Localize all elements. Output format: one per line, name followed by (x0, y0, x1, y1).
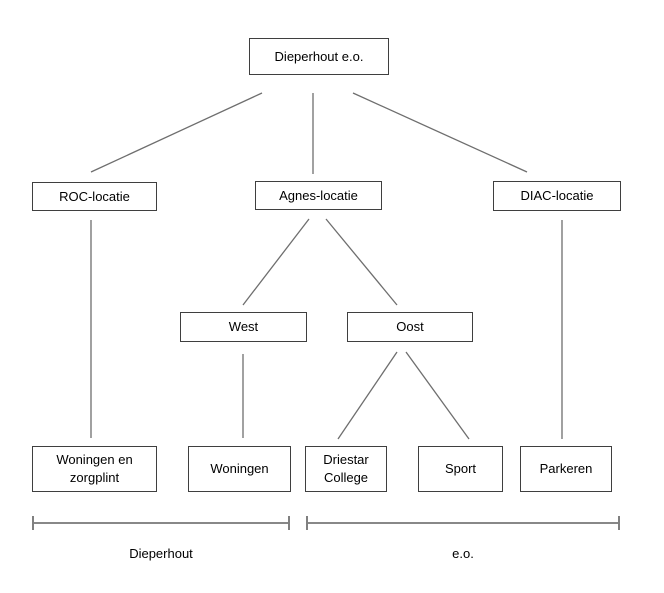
node-diac-locatie: DIAC-locatie (493, 181, 621, 211)
node-label: ROC-locatie (59, 188, 130, 204)
node-agnes-locatie: Agnes-locatie (255, 181, 382, 210)
edge-oost-driestar (337, 351, 398, 440)
node-west: West (180, 312, 307, 342)
bracket-dieperhout (32, 516, 290, 530)
edge-agnes-oost (325, 218, 398, 306)
bracket-eo (306, 516, 620, 530)
node-label: Woningen (210, 461, 269, 477)
node-dieperhout-eo: Dieperhout e.o. (249, 38, 389, 75)
node-label: Agnes-locatie (279, 187, 358, 203)
node-driestar-college: Driestar College (305, 446, 387, 492)
node-label: West (228, 319, 259, 335)
node-woningen: Woningen (188, 446, 291, 492)
bracket-label-dieperhout: Dieperhout (129, 546, 193, 561)
node-roc-locatie: ROC-locatie (32, 182, 157, 211)
node-sport: Sport (418, 446, 503, 492)
node-oost: Oost (347, 312, 473, 342)
node-label: Parkeren (539, 461, 593, 477)
node-label: Sport (444, 461, 477, 477)
node-label: Driestar College (323, 452, 369, 485)
bracket-label-eo: e.o. (452, 546, 474, 561)
edge-root-diac (352, 92, 528, 173)
node-woningen-en-zorgplint: Woningen en zorgplint (32, 446, 157, 492)
edge-root-roc (90, 92, 263, 173)
node-parkeren: Parkeren (520, 446, 612, 492)
node-label: Dieperhout e.o. (274, 48, 364, 64)
edge-oost-sport (405, 351, 470, 440)
node-label: Oost (396, 319, 424, 335)
node-label: Woningen en zorgplint (56, 452, 133, 485)
edge-agnes-west (242, 218, 310, 306)
node-label: DIAC-locatie (520, 188, 594, 204)
